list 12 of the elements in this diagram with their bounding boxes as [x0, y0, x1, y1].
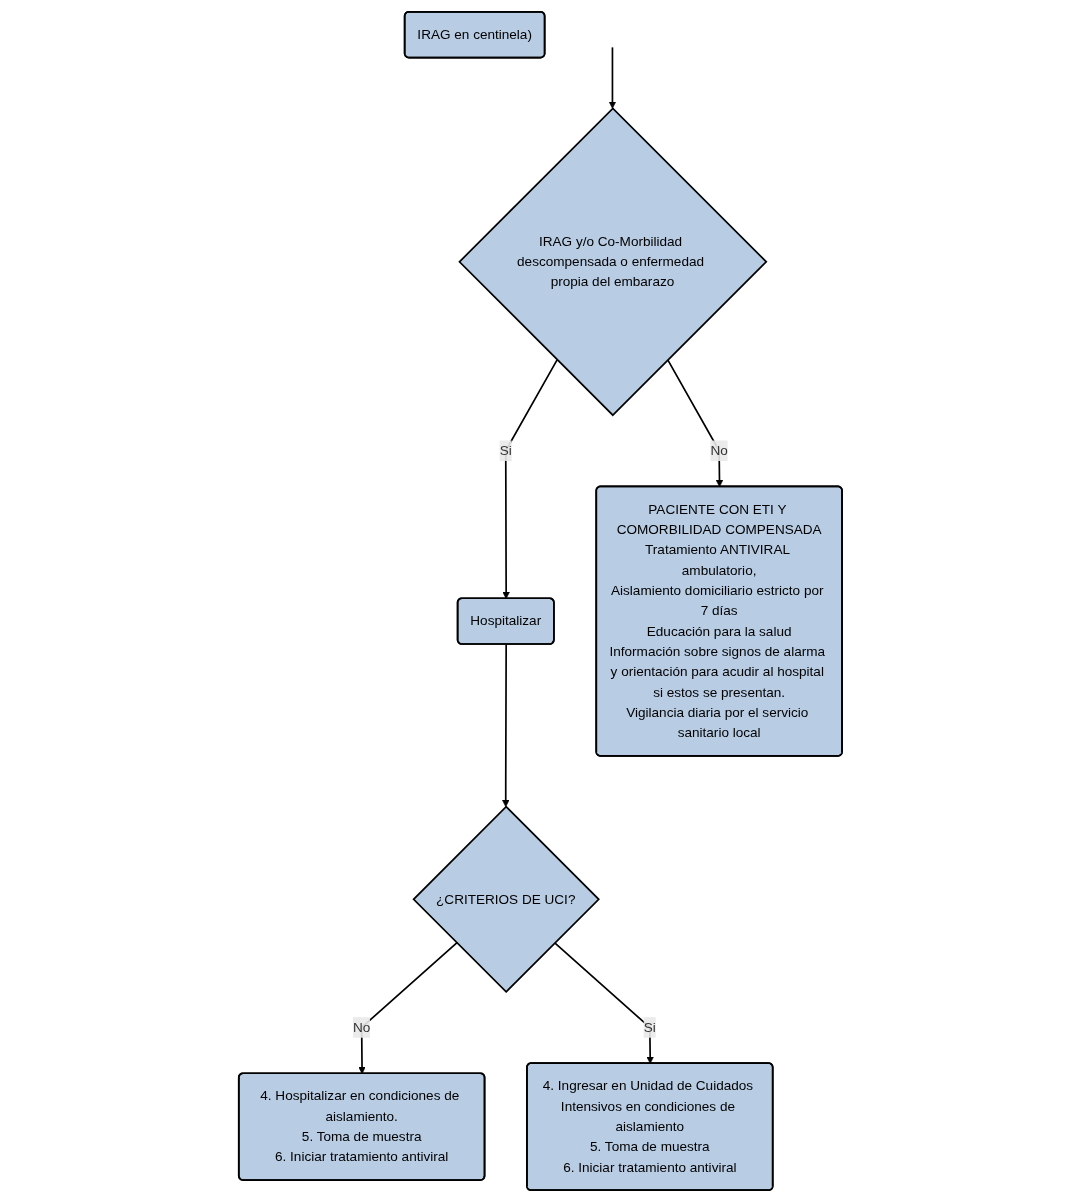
- arrow: [608, 46, 616, 109]
- edge-label: Si: [499, 443, 512, 458]
- arrow: [553, 942, 654, 1064]
- node-diamond: ¿CRITERIOS DE UCI?: [412, 805, 600, 994]
- edge-label: No: [352, 1019, 370, 1035]
- arrow: [501, 643, 510, 808]
- arrow: [502, 359, 558, 599]
- arrow: [357, 942, 458, 1074]
- arrow: [666, 359, 723, 488]
- edge-label: No: [710, 443, 728, 458]
- edge-label: Si: [643, 1019, 656, 1035]
- node-diamond: IRAG y/o Co-Morbilidad descompensada o enfermedad propia del embarazo: [457, 107, 768, 417]
